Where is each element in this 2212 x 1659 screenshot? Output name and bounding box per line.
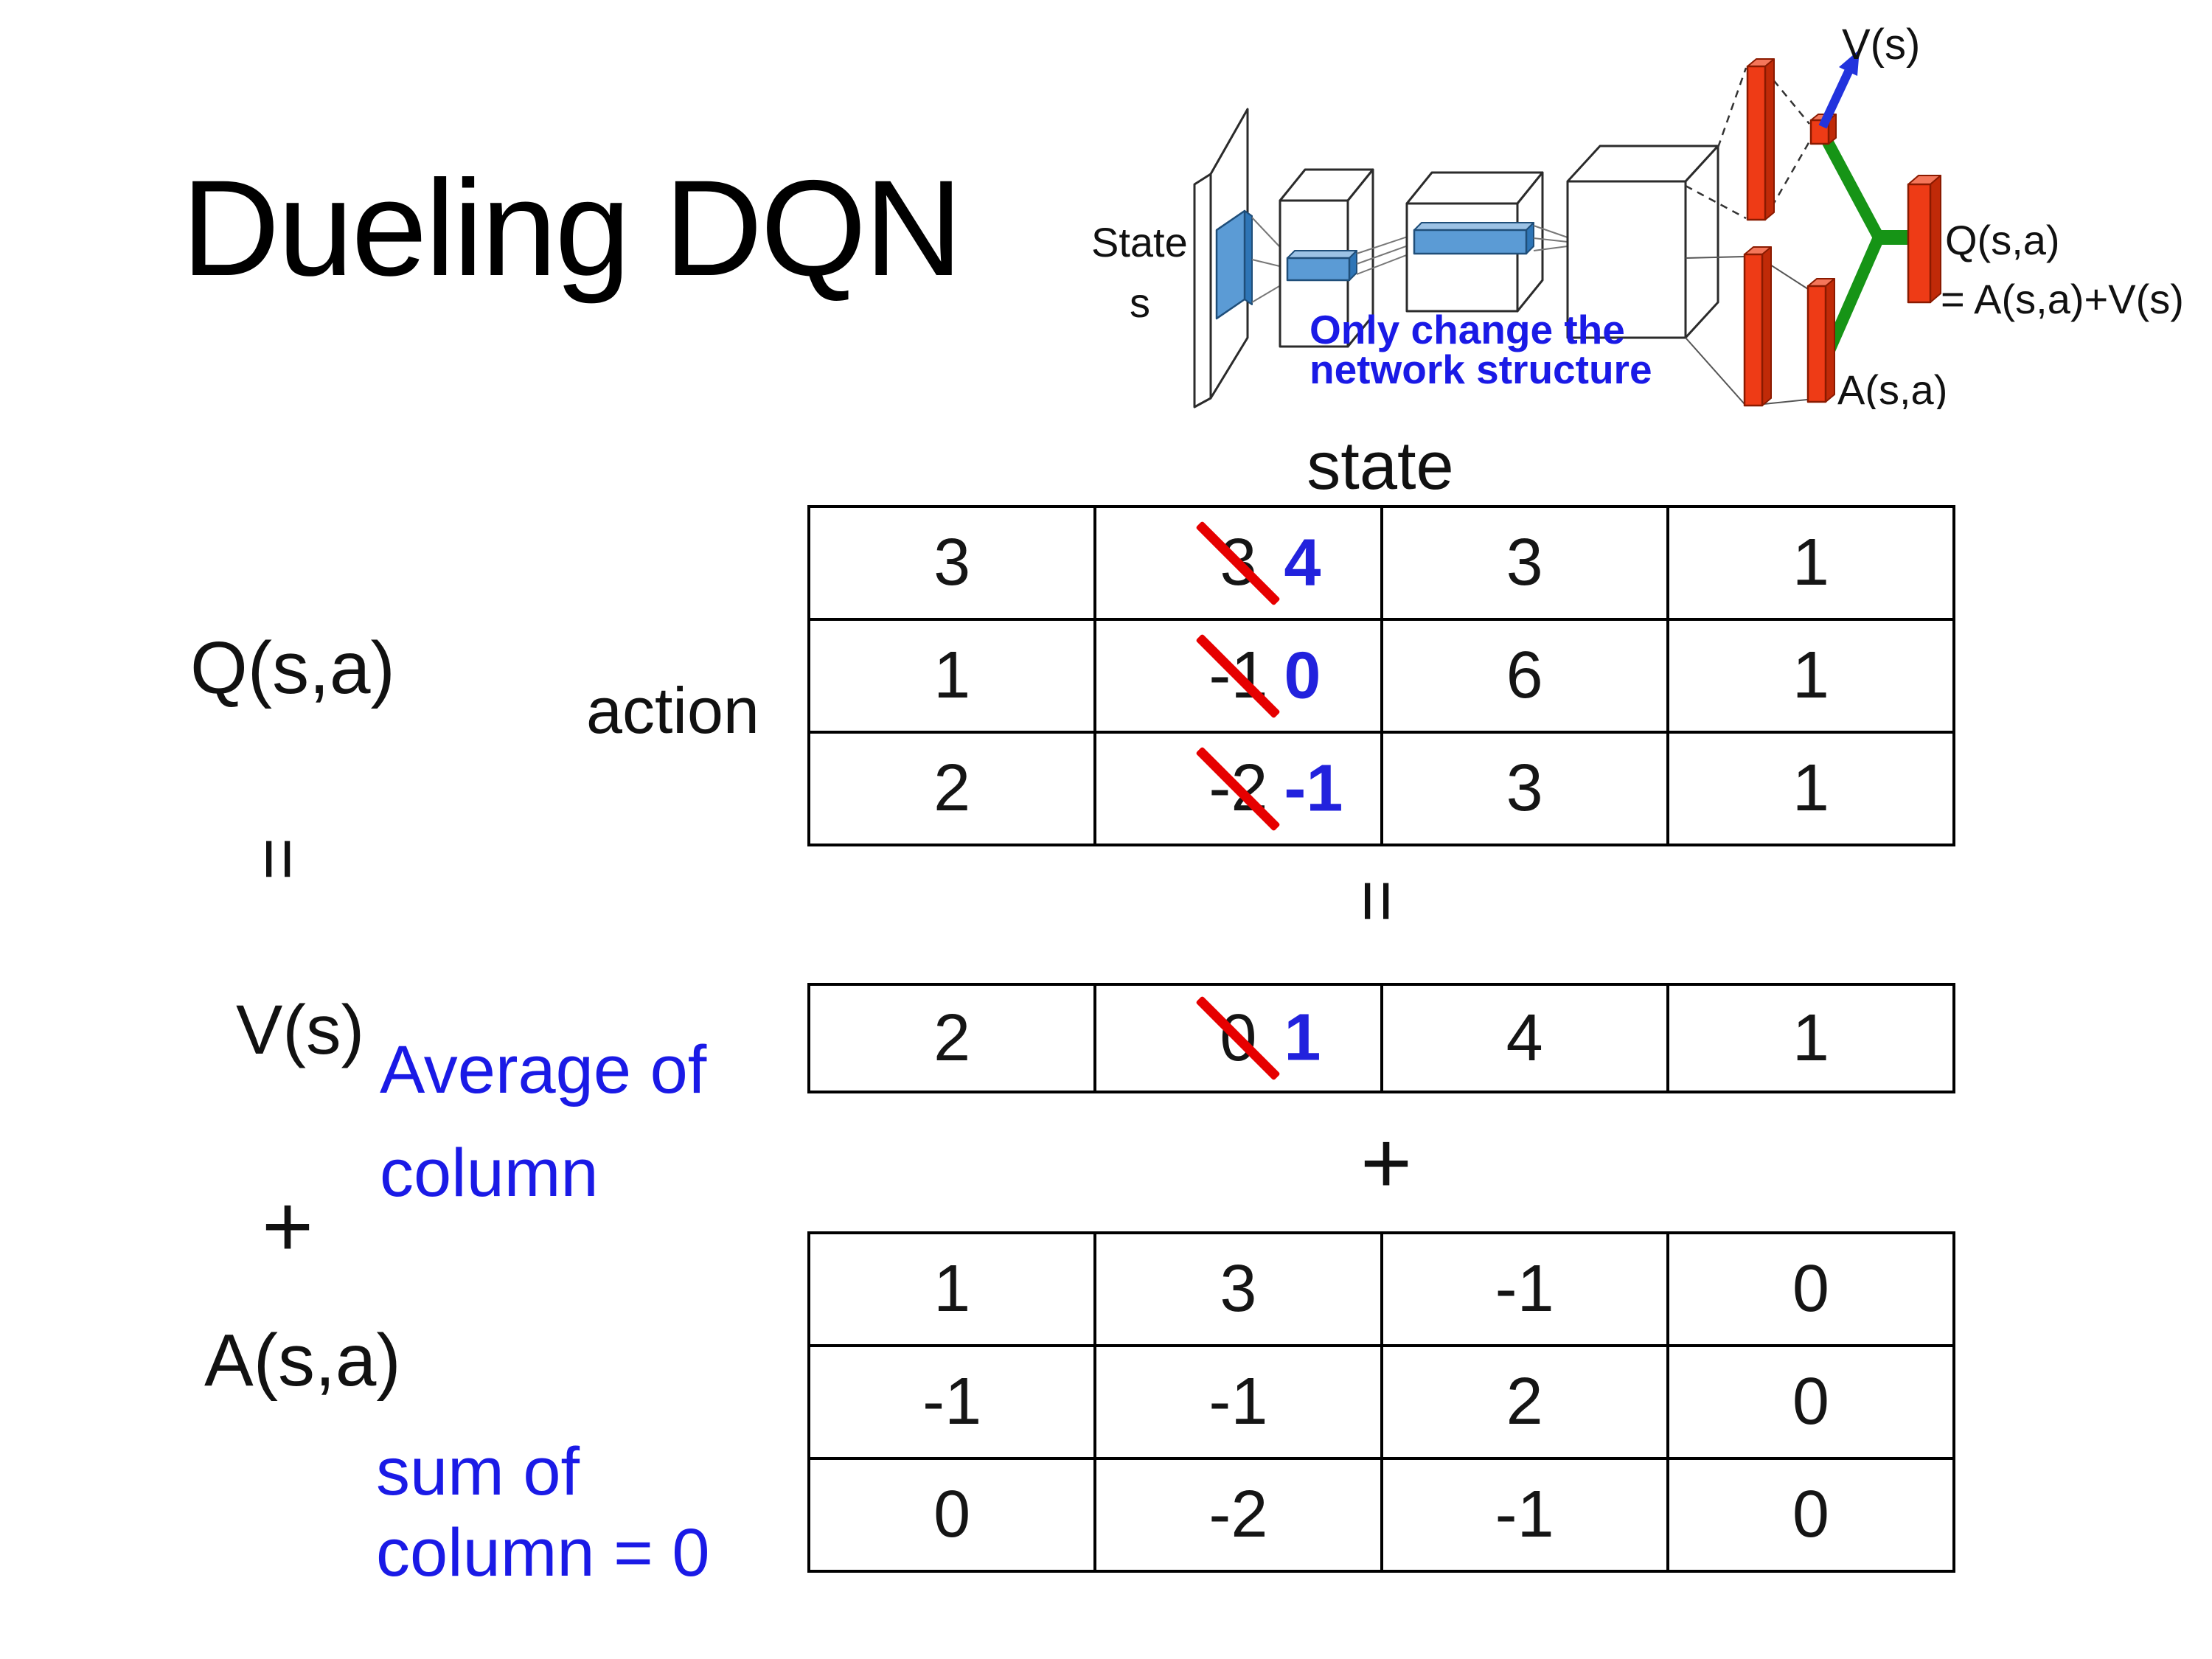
matrix-cell: -2: [1093, 1457, 1383, 1573]
matrix-cell: 1: [807, 618, 1097, 734]
matrix-cell: 6: [1380, 618, 1669, 734]
matrix-cell: 2: [807, 731, 1097, 846]
input-patch: [1215, 209, 1246, 320]
matrix-cell: 3: [1380, 731, 1669, 846]
crossed-out-value: -1: [1208, 639, 1268, 712]
matrix-cell: 1: [1666, 505, 1956, 621]
plus-center: +: [1360, 1113, 1413, 1212]
equals-left: =: [237, 837, 320, 881]
matrix-cell: 1: [1666, 731, 1956, 846]
a-matrix-label: A(s,a): [204, 1319, 401, 1402]
advantage-vector-bar: [1806, 285, 1827, 403]
average-note-line2: column: [380, 1135, 599, 1211]
value-stream-bar: [1746, 65, 1767, 221]
matrix-cell: -1: [807, 1344, 1097, 1460]
diagram-note-line1: Only change the: [1310, 307, 1625, 352]
matrix-cell: 1: [1666, 618, 1956, 734]
diagram-a-label: A(s,a): [1837, 366, 1947, 409]
matrix-cell: 0: [1666, 1344, 1956, 1460]
action-label: action: [586, 674, 759, 747]
corrected-value: 4: [1284, 526, 1321, 599]
diagram-q-formula: = A(s,a)+V(s): [1941, 276, 2184, 322]
v-vector-label: V(s): [236, 991, 365, 1069]
average-note-line1: Average of: [380, 1032, 707, 1107]
sum-note-line1: sum of: [376, 1434, 580, 1509]
input-patch-side: [1244, 210, 1253, 305]
matrix-cell: 2: [1380, 1344, 1669, 1460]
crossed-out-value: 3: [1220, 526, 1257, 599]
matrix-cell: 0: [1666, 1231, 1956, 1347]
page-title: Dueling DQN: [181, 153, 963, 305]
matrix-cell: 3: [1093, 1231, 1383, 1347]
diagram-state-label: State: [1091, 219, 1188, 265]
matrix-cell: 0: [807, 1457, 1097, 1573]
conv1-feature-bar: [1286, 257, 1351, 282]
conv2-box: [1405, 202, 1519, 313]
advantage-stream-bar: [1743, 253, 1764, 407]
diagram-note-line2: network structure: [1310, 347, 1652, 392]
corrected-value: 1: [1284, 1001, 1321, 1075]
equals-center: =: [1336, 879, 1419, 923]
matrix-cell: 3: [1380, 505, 1669, 621]
q-output-bar: [1907, 183, 1932, 304]
matrix-cell: 0: [1666, 1457, 1956, 1573]
plus-left: +: [261, 1177, 314, 1276]
matrix-cell: 4: [1380, 983, 1669, 1093]
matrix-cell: -2-1: [1093, 731, 1383, 846]
diagram-v-label: V(s): [1842, 21, 1920, 69]
matrix-cell: -1: [1380, 1457, 1669, 1573]
matrix-cell: -1: [1380, 1231, 1669, 1347]
matrix-cell: 1: [1666, 983, 1956, 1093]
value-arrow: [1818, 69, 1853, 129]
diagram-q-label: Q(s,a): [1945, 217, 2060, 263]
conv2-feature-bar: [1413, 229, 1528, 255]
crossed-out-value: 0: [1220, 1001, 1257, 1075]
corrected-value: -1: [1284, 751, 1343, 825]
state-header: state: [1307, 428, 1454, 504]
matrix-cell: 2: [807, 983, 1097, 1093]
dueling-network-diagram: State s V(s) Q(s,a) = A(s,a)+V(s) A(s,a)…: [1091, 21, 2184, 409]
corrected-value: 0: [1284, 639, 1321, 712]
crossed-out-value: -2: [1208, 751, 1268, 825]
matrix-cell: 3: [807, 505, 1097, 621]
matrix-cell: 1: [807, 1231, 1097, 1347]
value-arrow-head: [1839, 49, 1860, 76]
matrix-cell: -1: [1093, 1344, 1383, 1460]
sum-note-line2: column = 0: [376, 1515, 710, 1590]
merge-link-value: [1817, 130, 1885, 240]
fc-box-side: [1684, 145, 1719, 339]
diagram-state-s: s: [1130, 279, 1150, 326]
input-plane-side: [1193, 173, 1212, 408]
q-matrix-label: Q(s,a): [190, 627, 395, 709]
